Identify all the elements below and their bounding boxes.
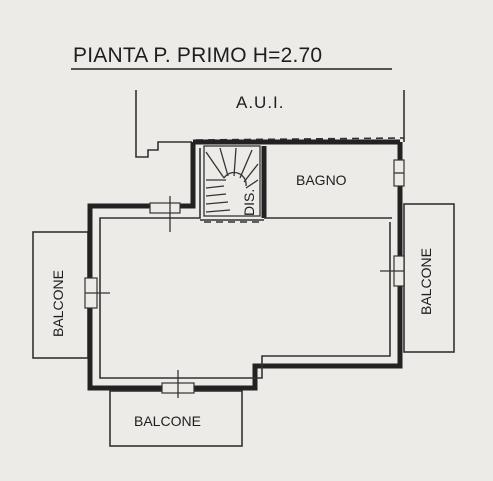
- balcone-right: BALCONE: [403, 203, 455, 353]
- bagno-room: BAGNO: [296, 172, 347, 188]
- balcone-left: BALCONE: [32, 231, 89, 359]
- windows: [84, 159, 405, 398]
- balcone-bottom: BALCONE: [109, 390, 243, 447]
- aui-label: A.U.I.: [236, 93, 285, 112]
- aui-area: A.U.I.: [135, 90, 405, 158]
- aui-boundary-left: [135, 90, 192, 158]
- aui-dashed-boundary: [195, 137, 405, 141]
- balcone-right-label: BALCONE: [418, 248, 434, 315]
- dis-label: DIS.: [241, 189, 257, 216]
- main-inner-wall: [99, 148, 391, 379]
- bagno-label: BAGNO: [296, 172, 347, 188]
- balcone-bottom-label: BALCONE: [134, 413, 201, 429]
- stair-well: [203, 145, 261, 217]
- window-top-left: [149, 202, 181, 214]
- interior-partitions: [200, 146, 392, 223]
- plan-title: PIANTA P. PRIMO H=2.70: [73, 44, 322, 67]
- spiral-staircase: DIS.: [203, 145, 261, 217]
- balcone-left-label: BALCONE: [50, 270, 66, 337]
